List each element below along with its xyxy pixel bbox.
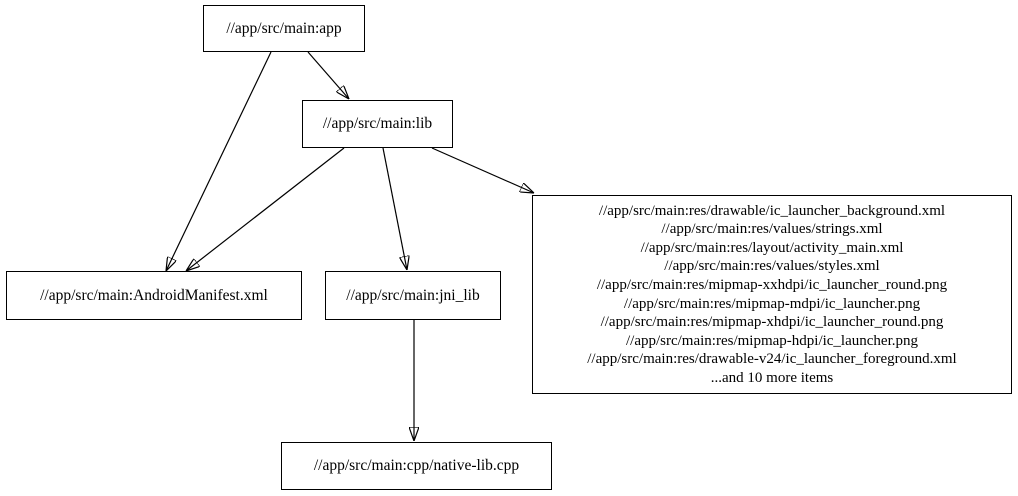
edge-app-to-lib (307, 51, 349, 99)
resources-more-items-note: ...and 10 more items (710, 369, 834, 386)
resource-item: //app/src/main:res/drawable-v24/ic_launc… (587, 351, 957, 368)
resource-item: //app/src/main:res/values/styles.xml (664, 258, 880, 275)
node-resources-group: //app/src/main:res/drawable/ic_launcher_… (532, 195, 1012, 394)
resource-item: //app/src/main:res/values/strings.xml (661, 221, 883, 238)
edge-lib-to-jni-lib (382, 147, 407, 270)
resource-item: //app/src/main:res/drawable/ic_launcher_… (598, 202, 946, 219)
resource-item: //app/src/main:res/mipmap-xxhdpi/ic_laun… (596, 276, 948, 293)
resource-item: //app/src/main:res/mipmap-mdpi/ic_launch… (623, 295, 921, 312)
node-lib: //app/src/main:lib (302, 100, 453, 148)
node-native-lib-cpp-label: //app/src/main:cpp/native-lib.cpp (313, 457, 520, 475)
node-android-manifest-label: //app/src/main:AndroidManifest.xml (40, 286, 268, 304)
resource-item: //app/src/main:res/mipmap-xhdpi/ic_launc… (600, 314, 944, 331)
resource-item: //app/src/main:res/layout/activity_main.… (640, 239, 904, 256)
node-app: //app/src/main:app (203, 5, 365, 52)
node-jni-lib: //app/src/main:jni_lib (325, 271, 501, 320)
edge-app-to-manifest (166, 51, 272, 271)
node-jni-lib-label: //app/src/main:jni_lib (346, 286, 480, 304)
node-lib-label: //app/src/main:lib (322, 115, 433, 133)
node-app-label: //app/src/main:app (226, 19, 342, 37)
node-native-lib-cpp: //app/src/main:cpp/native-lib.cpp (281, 442, 552, 490)
edge-lib-to-resources (431, 147, 534, 193)
edge-lib-to-manifest (186, 147, 345, 271)
resource-item: //app/src/main:res/mipmap-hdpi/ic_launch… (625, 332, 918, 349)
node-android-manifest: //app/src/main:AndroidManifest.xml (6, 271, 302, 320)
